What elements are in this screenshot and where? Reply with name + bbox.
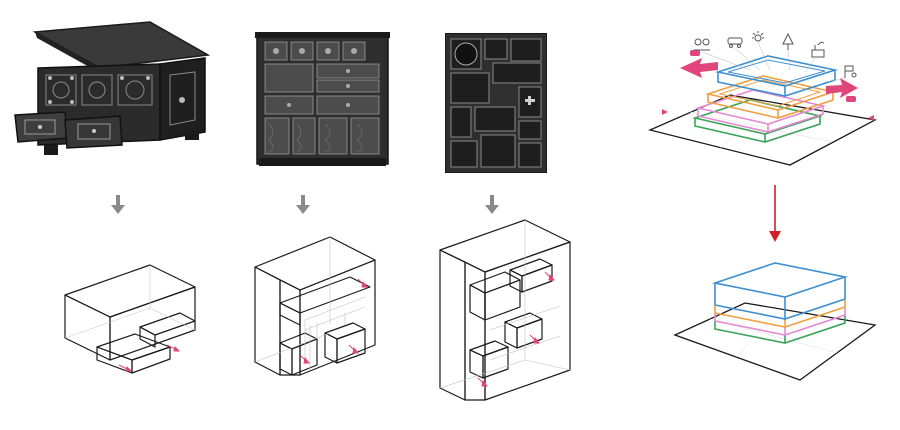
- car-icon: [727, 37, 743, 48]
- tree-icon: [782, 32, 794, 50]
- chest-down-arrow: [111, 195, 125, 214]
- factory-icon: [811, 41, 825, 58]
- cabinet-photo: [255, 30, 390, 170]
- chest-diagram: [55, 255, 205, 380]
- flag-icon: [844, 65, 857, 78]
- exploded-layer-stack: [640, 30, 885, 180]
- cabinet-diagram: [245, 225, 385, 395]
- chest-photo: [10, 20, 210, 170]
- shelf-down-arrow: [485, 195, 499, 214]
- cabinet-down-arrow: [296, 195, 310, 214]
- pull-arrow-right: [826, 78, 858, 102]
- shelf-diagram: [430, 210, 580, 410]
- stack-down-arrow: [769, 185, 781, 242]
- shelf-photo: [445, 33, 547, 173]
- sun-icon: [752, 31, 764, 42]
- people-icon: [694, 38, 710, 51]
- assembled-layer-stack: [665, 245, 885, 405]
- pull-arrow-left: [680, 50, 718, 78]
